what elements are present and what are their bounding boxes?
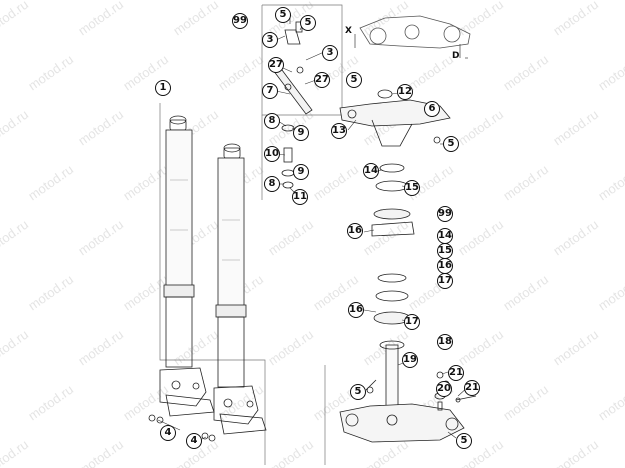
triple-clamp-detail (354, 15, 471, 59)
callout-5[interactable]: 5 (275, 7, 291, 23)
callout-3[interactable]: 3 (322, 45, 338, 61)
fork-leg-right (201, 143, 267, 442)
callout-20[interactable]: 20 (436, 381, 452, 397)
lower-triple-clamp (339, 340, 465, 443)
callout-10[interactable]: 10 (264, 146, 280, 162)
callout-99[interactable]: 99 (437, 206, 453, 222)
dimension-x-label: X (345, 26, 352, 36)
callout-15[interactable]: 15 (404, 180, 420, 196)
dimension-d-label: D (452, 51, 460, 61)
callout-13[interactable]: 13 (331, 123, 347, 139)
callout-99[interactable]: 99 (232, 13, 248, 29)
fork-internal-parts (269, 21, 313, 189)
callout-16[interactable]: 16 (348, 302, 364, 318)
callout-19[interactable]: 19 (402, 352, 418, 368)
callout-5[interactable]: 5 (350, 384, 366, 400)
callout-21[interactable]: 21 (464, 380, 480, 396)
upper-triple-clamp (339, 76, 451, 147)
callout-21[interactable]: 21 (448, 365, 464, 381)
callout-1[interactable]: 1 (155, 80, 171, 96)
steering-bearings (371, 163, 415, 325)
callout-16[interactable]: 16 (347, 223, 363, 239)
callout-9[interactable]: 9 (293, 125, 309, 141)
callout-8[interactable]: 8 (264, 113, 280, 129)
callout-17[interactable]: 17 (404, 314, 420, 330)
callout-14[interactable]: 14 (437, 228, 453, 244)
callout-15[interactable]: 15 (437, 243, 453, 259)
callout-18[interactable]: 18 (437, 334, 453, 350)
callout-27[interactable]: 27 (268, 57, 284, 73)
leader-lines (157, 14, 469, 441)
fork-leg-left (148, 115, 215, 424)
callout-5[interactable]: 5 (346, 72, 362, 88)
callout-17[interactable]: 17 (437, 273, 453, 289)
callout-9[interactable]: 9 (293, 164, 309, 180)
assembly-frame (159, 4, 343, 465)
callout-5[interactable]: 5 (300, 15, 316, 31)
callout-5[interactable]: 5 (443, 136, 459, 152)
callout-5[interactable]: 5 (456, 433, 472, 449)
callout-6[interactable]: 6 (424, 101, 440, 117)
callout-11[interactable]: 11 (292, 189, 308, 205)
callout-14[interactable]: 14 (363, 163, 379, 179)
callout-7[interactable]: 7 (262, 83, 278, 99)
callout-27[interactable]: 27 (314, 72, 330, 88)
callout-16[interactable]: 16 (437, 258, 453, 274)
callout-4[interactable]: 4 (160, 425, 176, 441)
callout-12[interactable]: 12 (397, 84, 413, 100)
callout-8[interactable]: 8 (264, 176, 280, 192)
callout-3[interactable]: 3 (262, 32, 278, 48)
callout-4[interactable]: 4 (186, 433, 202, 449)
